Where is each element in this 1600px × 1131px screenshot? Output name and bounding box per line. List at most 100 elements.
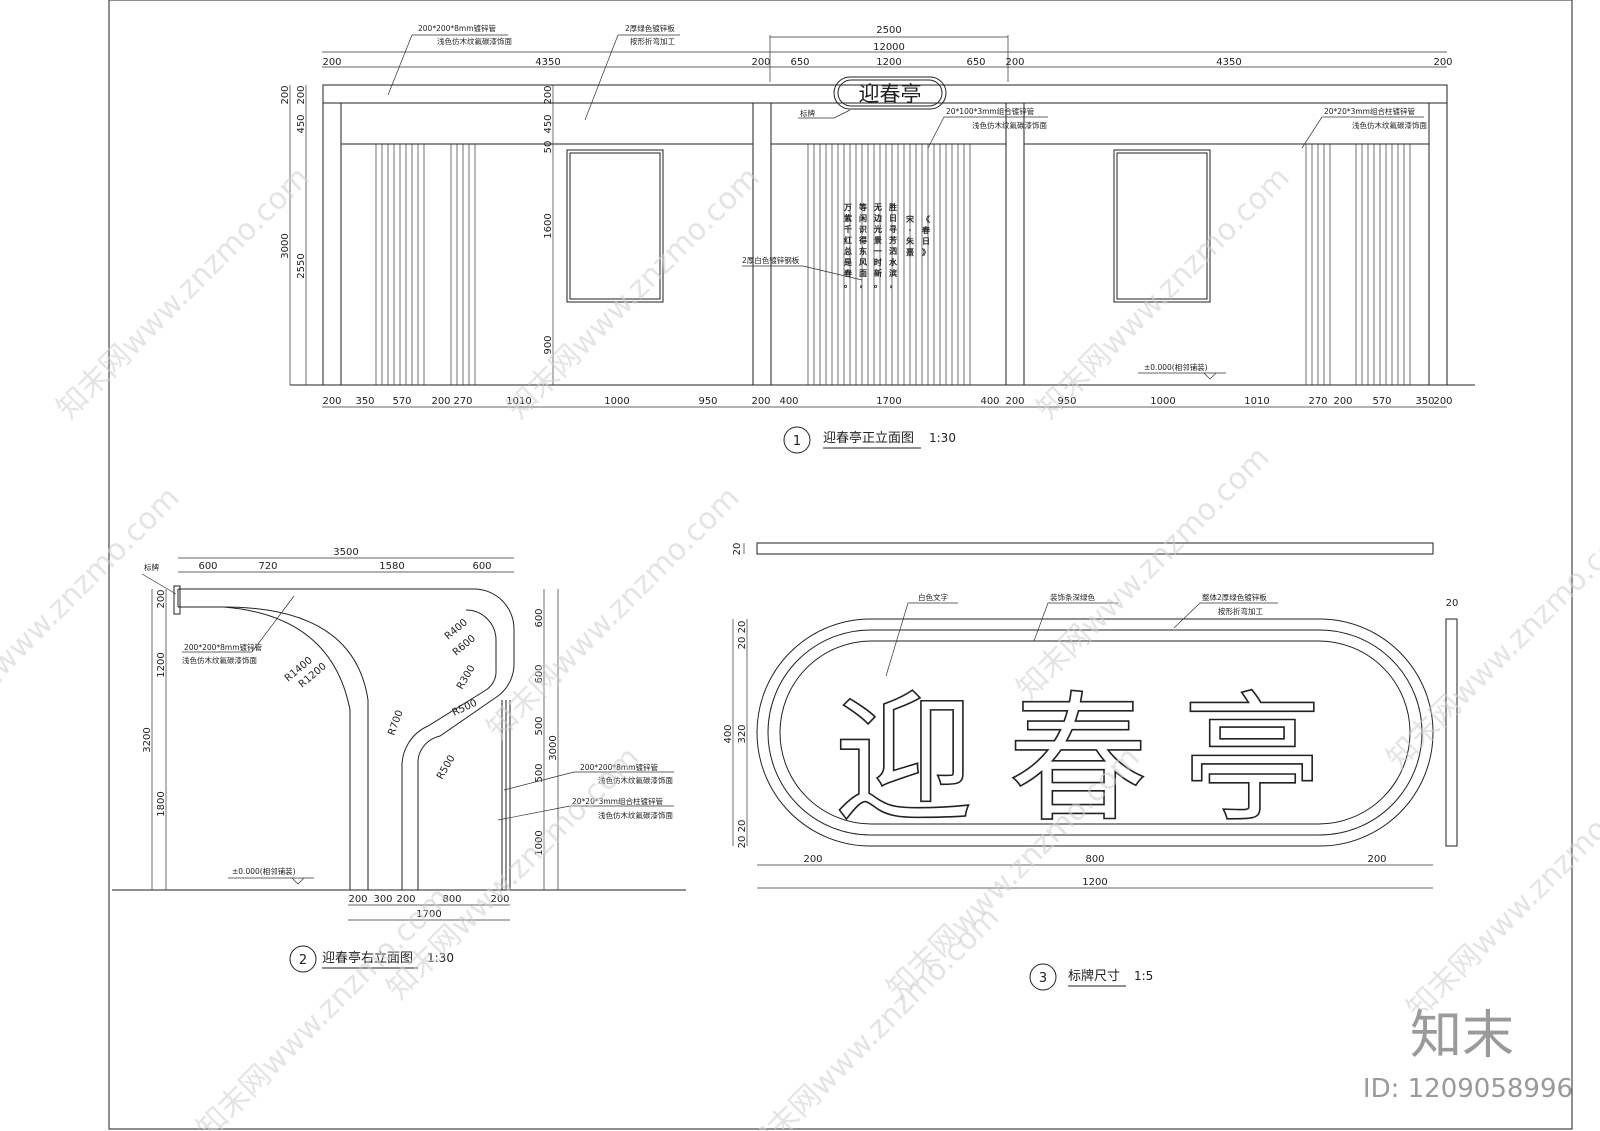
svg-text:200: 200 — [296, 85, 307, 104]
caption-sign: 3 标牌尺寸 1:5 — [1029, 963, 1153, 991]
watermark-text: 知末网www.znzmo.com — [380, 740, 646, 1006]
svg-text:600: 600 — [534, 608, 545, 627]
side-elevation: 3500 600 720 1580 600 200 1200 1800 3200… — [112, 547, 686, 973]
front-bottom-dim: 1010 — [1244, 396, 1269, 407]
poem-char: ， — [859, 280, 867, 289]
watermark-text: 知末网www.znzmo.com — [500, 160, 766, 426]
watermark-logo: 知末 — [1410, 1006, 1514, 1066]
poem-char: 是 — [843, 257, 852, 267]
front-bottom-dim: 950 — [698, 396, 717, 407]
poem-char: 《 — [922, 214, 930, 224]
watermark-text: 知末网www.znzmo.com — [0, 480, 186, 746]
svg-text:20*20*3mm组合柱镀锌管: 20*20*3mm组合柱镀锌管 — [572, 796, 663, 806]
poem-char: 。 — [874, 280, 882, 289]
poem-char: 千 — [844, 224, 852, 234]
svg-text:200: 200 — [751, 57, 770, 68]
svg-text:200: 200 — [1005, 57, 1024, 68]
svg-text:1600: 1600 — [543, 213, 554, 238]
poem-char: 泗 — [889, 246, 897, 256]
svg-text:200: 200 — [322, 57, 341, 68]
svg-text:1000: 1000 — [534, 830, 545, 855]
front-bottom-dim: 200 — [1333, 396, 1352, 407]
poem-char: 熹 — [906, 247, 914, 257]
front-sign-frame — [833, 76, 947, 110]
svg-text:320: 320 — [737, 724, 748, 743]
poem-char: 一 — [874, 247, 882, 256]
poem-char: 日 — [889, 214, 897, 223]
front-bottom-dim: 570 — [392, 396, 411, 407]
svg-text:3000: 3000 — [548, 735, 559, 760]
caption-front: 1 迎春亭正立面图 1:30 — [783, 426, 956, 454]
svg-text:300: 300 — [373, 894, 392, 905]
front-bottom-dim: 200 — [751, 396, 770, 407]
front-bottom-dim: 200 — [1433, 396, 1452, 407]
svg-text:50: 50 — [543, 141, 554, 154]
svg-text:R700: R700 — [386, 709, 405, 737]
front-dim-total: 12000 — [873, 42, 905, 53]
svg-text:3: 3 — [1039, 971, 1047, 986]
poem-char: 》 — [922, 247, 930, 257]
front-bottom-dim: 200 — [431, 396, 450, 407]
svg-text:1:30: 1:30 — [929, 431, 956, 445]
svg-text:600: 600 — [534, 664, 545, 683]
svg-text:±0.000(相邻铺装): ±0.000(相邻铺装) — [1144, 362, 1208, 372]
front-bottom-dim: 200 — [1005, 396, 1024, 407]
svg-text:4350: 4350 — [535, 57, 560, 68]
svg-text:按形折弯加工: 按形折弯加工 — [630, 36, 675, 46]
svg-text:500: 500 — [534, 763, 545, 782]
plaque-inner — [767, 629, 1423, 836]
svg-text:500: 500 — [534, 716, 545, 735]
front-bottom-dim: 400 — [980, 396, 999, 407]
front-bottom-dim: 1000 — [604, 396, 629, 407]
svg-text:200*200*8mm镀锌管: 200*200*8mm镀锌管 — [580, 762, 659, 772]
watermark-id: ID: 1209058996 — [1363, 1074, 1573, 1104]
svg-text:2厚白色镀锌钢板: 2厚白色镀锌钢板 — [742, 255, 800, 265]
svg-text:200: 200 — [156, 589, 167, 608]
front-bottom-dim: 270 — [1308, 396, 1327, 407]
svg-text:600: 600 — [198, 561, 217, 572]
poem-char: 。 — [844, 280, 852, 289]
caption-side: 2 迎春亭右立面图 1:30 — [289, 945, 454, 973]
svg-text:200: 200 — [490, 894, 509, 905]
svg-text:浅色仿木纹氟碳漆饰面: 浅色仿木纹氟碳漆饰面 — [598, 810, 673, 820]
svg-text:200: 200 — [1367, 854, 1386, 865]
watermark-text: 知末网www.znzmo.com — [190, 880, 456, 1131]
svg-text:20: 20 — [737, 820, 748, 833]
poem-char: 景 — [874, 235, 882, 245]
poem-char: 面 — [859, 269, 867, 278]
svg-text:200: 200 — [803, 854, 822, 865]
poem-char: 时 — [874, 257, 882, 267]
svg-text:标牌尺寸: 标牌尺寸 — [1068, 968, 1120, 984]
svg-text:3200: 3200 — [142, 727, 153, 752]
poem-char: 东 — [859, 246, 867, 256]
poem-char: 风 — [859, 258, 867, 267]
svg-text:装饰条深绿色: 装饰条深绿色 — [1050, 592, 1095, 602]
svg-text:1:5: 1:5 — [1134, 969, 1153, 983]
svg-text:400: 400 — [723, 724, 734, 743]
front-bottom-dim: 350 — [1415, 396, 1434, 407]
poem-char: 等 — [858, 202, 867, 212]
poem-char: 春 — [922, 225, 930, 235]
svg-text:迎春亭右立面图: 迎春亭右立面图 — [322, 950, 413, 966]
svg-text:±0.000(相邻铺装): ±0.000(相邻铺装) — [232, 866, 296, 876]
watermark-text: 知末网www.znzmo.com — [1400, 760, 1600, 1026]
front-bottom-dim: 1010 — [506, 396, 531, 407]
svg-text:标牌: 标牌 — [800, 108, 815, 118]
poem-char: 芳 — [889, 235, 897, 245]
svg-text:200: 200 — [348, 894, 367, 905]
plaque-text: 迎春亭 — [834, 679, 1356, 842]
watermark-text: 知末网www.znzmo.com — [1030, 160, 1296, 426]
svg-text:浅色仿木纹氟碳漆饰面: 浅色仿木纹氟碳漆饰面 — [437, 36, 512, 46]
poem-char: 朱 — [906, 236, 915, 246]
poem-char: 水 — [888, 257, 898, 267]
svg-text:20: 20 — [737, 621, 748, 634]
svg-text:浅色仿木纹氟碳漆饰面: 浅色仿木纹氟碳漆饰面 — [182, 655, 257, 665]
sign-detail: 20 20 迎春亭 20 20 320 20 20 400 200 800 20… — [723, 542, 1459, 991]
svg-text:200: 200 — [280, 85, 291, 104]
svg-text:1200: 1200 — [1082, 877, 1107, 888]
svg-text:20: 20 — [1446, 598, 1459, 609]
svg-text:20*100*3mm组合镀锌管: 20*100*3mm组合镀锌管 — [946, 106, 1035, 116]
svg-text:200: 200 — [396, 894, 415, 905]
